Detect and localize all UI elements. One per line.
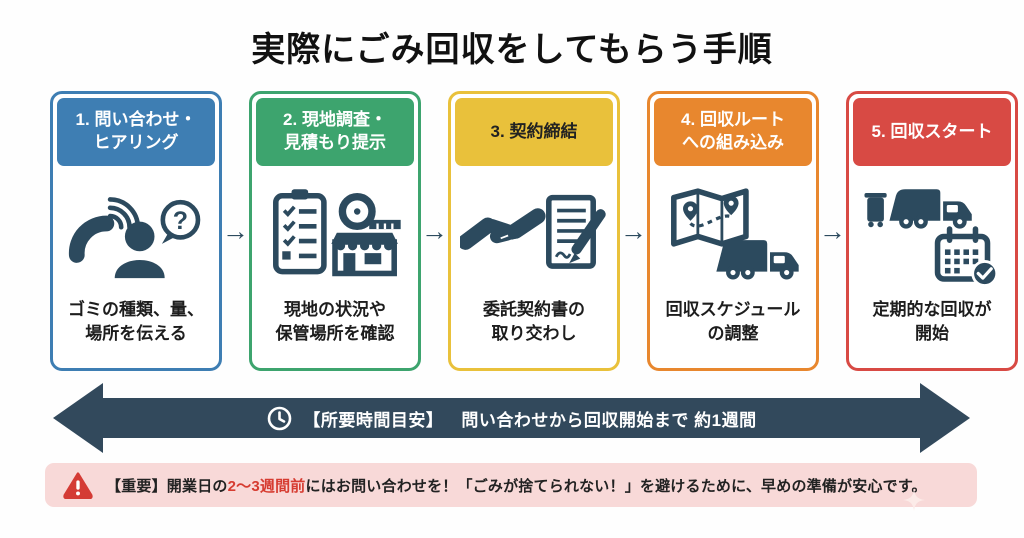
step-arrow-icon: → [222,215,249,246]
step-card-5: 5. 回収スタート [846,91,1018,371]
timeline-label-main: 問い合わせから回収開始まで 約1週間 [461,410,757,430]
person-icon [114,221,165,279]
step-card-4: 4. 回収ルート への組み込み [647,91,819,371]
sparkle-icon [903,489,925,511]
route-map-icon [671,188,749,247]
warning-triangle-icon [63,471,93,499]
trash-bin-icon [864,193,887,228]
step-arrow-icon: → [620,215,647,246]
step-card-body: 定期的な回収が 開始 [853,166,1011,364]
step-card-header: 1. 問い合わせ・ ヒアリング [57,98,215,166]
step-card-body: ? ゴミの種類、量、 場所を伝える [57,166,215,364]
clock-icon [266,405,293,432]
step-card-caption: 現地の状況や 保管場所を確認 [275,300,395,344]
steps-row: 1. 問い合わせ・ ヒアリング [50,91,1018,371]
storefront-icon [331,232,398,277]
step-card-body: 回収スケジュール の調整 [654,166,812,364]
step-card-header: 3. 契約締結 [455,98,613,166]
step-card-caption: 回収スケジュール の調整 [665,300,801,344]
collection-start-icon-group [858,174,1006,298]
calendar-check-icon [934,226,999,288]
step-arrow-icon: → [819,215,846,246]
checklist-clipboard-icon [273,189,327,275]
step-card-header: 4. 回収ルート への組み込み [654,98,812,166]
step-card-body: 委託契約書の 取り交わし [455,166,613,364]
garbage-truck-icon [889,189,972,229]
route-icon-group [659,174,807,298]
step-card-3: 3. 契約締結 [448,91,620,371]
step-card-2: 2. 現地調査・ 見積もり提示 [249,91,421,371]
svg-text:?: ? [173,207,188,235]
notice-banner: 【重要】開業日の2〜3週間前にはお問い合わせを！「ごみが捨てられない！」を避ける… [45,463,977,511]
step-card-body: 現地の状況や 保管場所を確認 [256,166,414,364]
step-card-caption: 委託契約書の 取り交わし [483,300,585,344]
survey-estimate-icon-group [261,174,409,298]
handshake-icon [460,208,546,251]
timeline-arrow-banner: 【所要時間目安】 問い合わせから回収開始まで 約1週間 [53,383,970,453]
timeline-right-arrowhead [920,383,970,453]
step-card-header: 2. 現地調査・ 見積もり提示 [256,98,414,166]
notice-highlight: 2〜3週間前 [227,477,306,495]
timeline-label-prefix: 【所要時間目安】 [303,410,444,430]
timeline-left-arrowhead [53,383,103,453]
contract-document-icon [546,195,606,270]
page-title: 実際にごみ回収をしてもらう手順 [251,31,773,69]
step-card-1: 1. 問い合わせ・ ヒアリング [50,91,222,371]
step-arrow-icon: → [421,215,448,246]
step-card-caption: ゴミの種類、量、 場所を伝える [68,300,204,344]
garbage-truck-icon [716,240,799,280]
step-card-header: 5. 回収スタート [853,98,1011,166]
contact-hearing-icon-group: ? [62,174,210,298]
tape-measure-icon [338,193,401,231]
notice-text-suffix: にはお問い合わせを！「ごみが捨てられない！」を避けるために、早めの準備が安心です… [305,477,927,495]
notice-text-prefix: 【重要】開業日の [106,477,228,495]
contract-icon-group [460,174,608,298]
step-card-caption: 定期的な回収が 開始 [872,300,992,344]
question-bubble-icon: ? [160,200,201,245]
notice-text: 【重要】開業日の2〜3週間前にはお問い合わせを！「ごみが捨てられない！」を避ける… [106,475,927,496]
timeline-arrow-body: 【所要時間目安】 問い合わせから回収開始まで 約1週間 [103,398,920,438]
